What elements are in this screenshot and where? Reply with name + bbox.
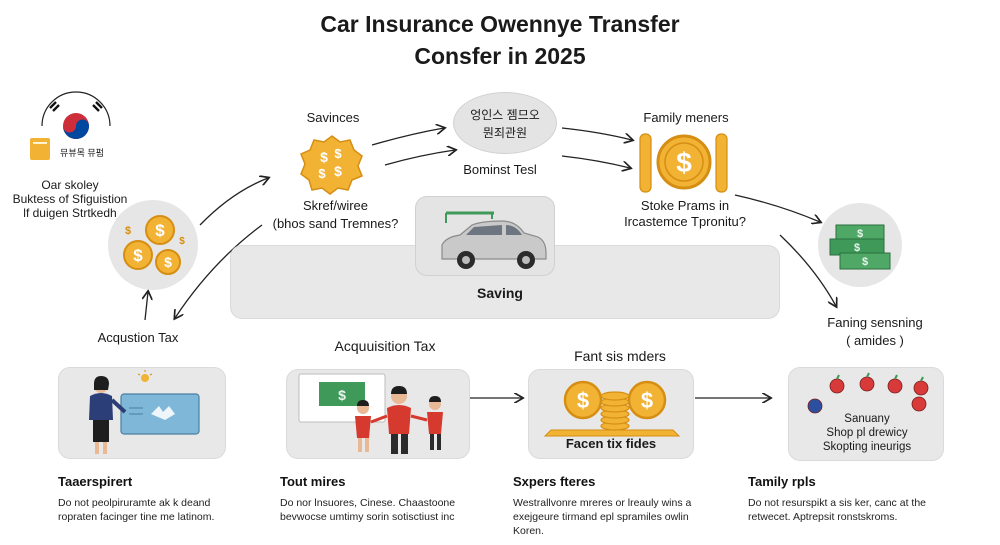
car-icon: [441, 211, 547, 269]
savings-caption: Skref/wiree (bhos sand Tremnes?: [268, 198, 403, 232]
footer-heading-1: Taaerspirert: [58, 474, 133, 489]
dollar-coin-icon: $$ $$: [300, 135, 363, 195]
dollar-coin-icon: $ $ $ $ $: [123, 215, 185, 275]
arrow-family-to-cash: [734, 194, 820, 222]
footer-text-3b: exejgeure tirmand epl spramiles owlin: [513, 511, 689, 523]
korean-speech-bubble: 엉인스 젬므오 뭔죄관원: [453, 92, 557, 154]
saving-label: Saving: [477, 285, 523, 301]
family-caption-line2: Ircastemce Tpronitu?: [624, 214, 746, 229]
dollar-coin-icon: $: [639, 133, 728, 193]
svg-text:$: $: [179, 236, 185, 247]
footer-heading-2: Tout mires: [280, 474, 346, 489]
svg-text:$: $: [862, 256, 868, 268]
footer-block-4: Tamily rpls Do not resurspikt a sis ker,…: [748, 474, 970, 524]
footer-text-1a: Do not peolpiruramte ak k deand: [58, 497, 211, 509]
footer-text-4b: retwecet. Aptrepsit ronstskroms.: [748, 511, 898, 523]
coins-circle-left: $ $ $ $ $: [108, 200, 198, 290]
arrow-bubble-to-family: [561, 127, 632, 140]
korean-bubble-line2: 뭔죄관원: [482, 126, 528, 140]
savings-label: Savinces: [306, 110, 360, 125]
svg-text:$: $: [676, 147, 692, 178]
footer-block-2: Tout mires Do nor lnsuores, Cinese. Chaa…: [280, 474, 490, 524]
right-text-line1: Faning sensning: [827, 315, 923, 330]
fruit-panel-text: Sanuany Shop pl drewicy Skopting ineurig…: [789, 412, 945, 454]
cash-stack-icon: $$$: [829, 224, 891, 270]
arrow-acq-up: [145, 292, 148, 321]
family-members-label: Family meners: [643, 110, 729, 125]
svg-text:$: $: [318, 166, 326, 181]
footer-text-3c: Koren.: [513, 525, 544, 537]
acquisition-tax-center: Acquuisition Tax: [334, 338, 436, 354]
korean-flag-icon: [30, 91, 111, 160]
family-icon: $: [298, 373, 443, 454]
svg-text:$: $: [334, 146, 342, 161]
svg-text:$: $: [320, 149, 328, 165]
footer-block-3: Sxpers fteres Westrallvonre mreres or lr…: [513, 474, 723, 538]
left-text-line3: lf duigen Strtkedh: [23, 206, 117, 220]
arrow-bominst-to-family: [561, 155, 630, 168]
svg-text:$: $: [125, 225, 131, 237]
fruit-panel-line3: Skopting ineurigs: [822, 441, 912, 453]
svg-text:$: $: [334, 163, 342, 179]
coin-stack-icon: $ $: [543, 380, 681, 437]
footer-heading-3: Sxpers fteres: [513, 474, 596, 489]
svg-text:$: $: [857, 228, 863, 240]
coin-stack-panel: $ $: [528, 369, 694, 459]
arrow-cash-to-right-text: [779, 234, 836, 306]
arrow-savings-to-bubble: [371, 128, 444, 146]
right-text-line2: ( amides ): [846, 333, 904, 348]
coin-stack-panel-label: Facen tix fides: [565, 436, 657, 451]
businesswoman-icon: [89, 370, 200, 454]
savings-caption-line2: (bhos sand Tremnes?: [272, 216, 399, 231]
left-text-line2: Buktess of Sfiguistion: [12, 192, 128, 206]
family-members-coin: $: [638, 128, 730, 194]
family-panel: $: [286, 369, 470, 459]
footer-block-1: Taaerspirert Do not peolpiruramte ak k d…: [58, 474, 268, 524]
footer-text-4a: Do not resurspikt a sis ker, canc at the: [748, 497, 926, 509]
svg-text:$: $: [164, 254, 172, 270]
car-panel: [415, 196, 555, 276]
left-text-block: Oar skoley Buktess of Sfiguistion lf dui…: [0, 178, 140, 220]
svg-text:$: $: [133, 246, 143, 265]
arrow-coins-to-savings: [199, 178, 268, 226]
savings-coin: $$ $$: [300, 134, 364, 195]
footer-text-2a: Do nor lnsuores, Cinese. Chaastoone: [280, 497, 456, 509]
savings-caption-line1: Skref/wiree: [302, 198, 369, 213]
family-caption-line1: Stoke Prams in: [640, 198, 730, 213]
bominst-label: Bominst Tesl: [463, 162, 537, 177]
svg-text:$: $: [854, 242, 860, 254]
arrow-savings-down-left: [175, 224, 263, 318]
fruit-panel: Sanuany Shop pl drewicy Skopting ineurig…: [788, 367, 944, 461]
footer-text-1b: ropraten facinger tine me latinom.: [58, 511, 215, 523]
footer-heading-4: Tamily rpls: [748, 474, 816, 489]
left-text-line1: Oar skoley: [41, 178, 99, 192]
fant-label: Fant sis mders: [574, 348, 666, 364]
svg-text:$: $: [155, 221, 165, 240]
flag-caption: 뮤뷰목 뮤펌: [60, 148, 104, 158]
svg-text:$: $: [577, 388, 589, 413]
footer-text-2b: bevwocse umtimy sorin sotisctiust inc: [280, 511, 455, 523]
footer-text-3a: Westrallvonre mreres or lreauly wins a: [513, 497, 692, 509]
diagram-title-line2: Consfer in 2025: [414, 43, 586, 69]
fruit-panel-line1: Sanuany: [844, 413, 890, 425]
cash-circle-right: $$$: [818, 203, 902, 287]
fruit-panel-line2: Shop pl drewicy: [826, 427, 908, 439]
family-members-caption: Stoke Prams in Ircastemce Tpronitu?: [618, 198, 752, 230]
arrow-savings-to-bominst: [384, 150, 455, 166]
korean-bubble-line1: 엉인스 젬므오: [470, 108, 540, 122]
businesswoman-panel: [58, 367, 226, 459]
svg-text:$: $: [338, 387, 346, 403]
fruit-icon: [807, 372, 929, 414]
diagram-title-line1: Car Insurance Owennye Transfer: [320, 11, 680, 37]
korean-flag-area: [28, 86, 118, 166]
right-text-block: Faning sensning ( amides ): [810, 315, 940, 349]
svg-text:$: $: [641, 388, 653, 413]
acquisition-tax-left: Acqustion Tax: [97, 330, 179, 345]
